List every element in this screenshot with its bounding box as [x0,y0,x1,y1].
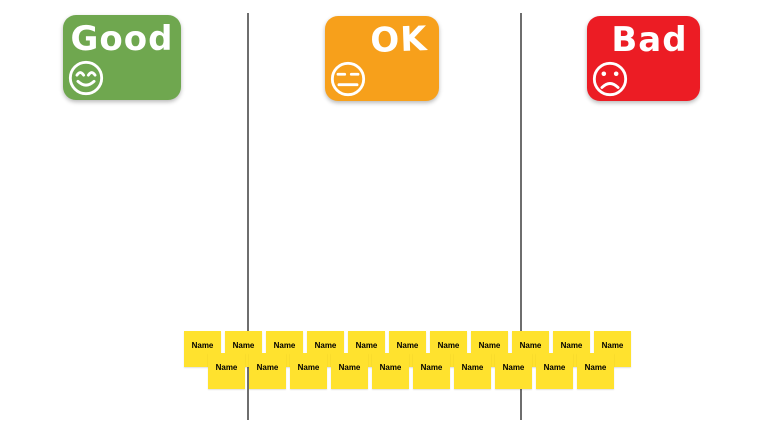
sticky-note[interactable]: Name [413,353,450,389]
column-card-ok[interactable]: OK [325,16,439,101]
sticky-note[interactable]: Name [290,353,327,389]
sticky-note[interactable]: Name [249,353,286,389]
sticky-note[interactable]: Name [495,353,532,389]
smile-face-icon [68,60,104,96]
sticky-note[interactable]: Name [208,353,245,389]
column-title-good: Good [70,19,174,59]
column-title-bad: Bad [611,20,688,60]
sticky-note[interactable]: Name [536,353,573,389]
column-divider-left [247,13,249,420]
frown-face-icon [592,61,628,97]
sticky-note[interactable]: Name [372,353,409,389]
column-divider-right [520,13,522,420]
column-card-good[interactable]: Good [63,15,181,100]
neutral-face-icon [330,61,366,97]
column-card-bad[interactable]: Bad [587,16,700,101]
column-title-ok: OK [369,19,429,61]
sticky-note[interactable]: Name [577,353,614,389]
sticky-note[interactable]: Name [454,353,491,389]
sticky-note[interactable]: Name [331,353,368,389]
